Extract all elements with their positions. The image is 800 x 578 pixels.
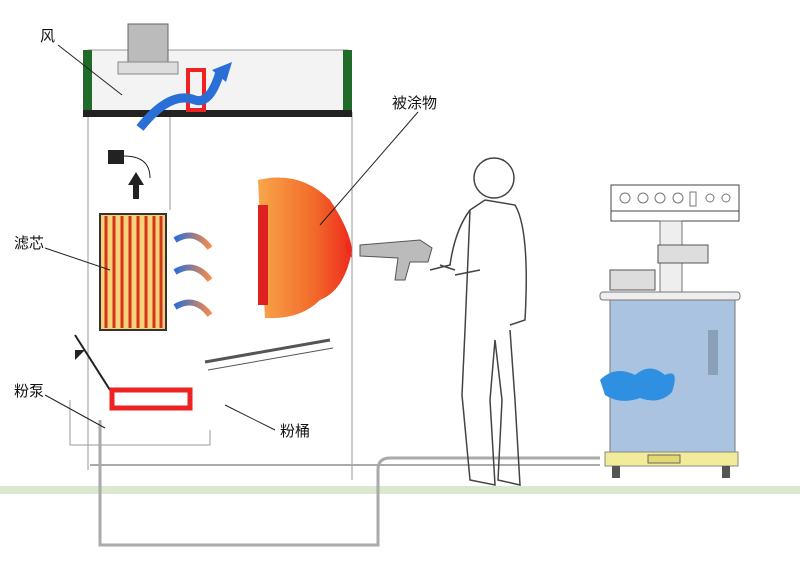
- motor-icon: [127, 23, 169, 65]
- workpiece-spray: [258, 177, 352, 319]
- booth-ceiling-bar: [83, 110, 352, 117]
- powder-hose: [98, 420, 600, 547]
- up-arrow-icon: [128, 172, 144, 185]
- powder-supply-unit: [599, 184, 741, 478]
- operator-figure: [429, 157, 527, 486]
- powder-cloud: [600, 368, 675, 401]
- spray-gun: [359, 239, 433, 281]
- airflow-arrow-icon: [136, 70, 225, 131]
- label-filter: 滤芯: [14, 234, 45, 252]
- leader-lines: [44, 44, 419, 431]
- booth-wall-left: [83, 50, 92, 112]
- label-wind: 风: [40, 27, 56, 45]
- powder-tray: [109, 387, 193, 411]
- ground-line: [0, 486, 800, 494]
- label-powder-pump: 粉泵: [14, 382, 45, 400]
- booth-wall-right: [343, 50, 352, 112]
- label-workpiece: 被涂物: [392, 94, 438, 112]
- suction-arrows: [173, 232, 213, 317]
- filter-cartridge: [99, 213, 167, 331]
- label-powder-bucket: 粉桶: [280, 422, 311, 440]
- damper: [186, 68, 206, 112]
